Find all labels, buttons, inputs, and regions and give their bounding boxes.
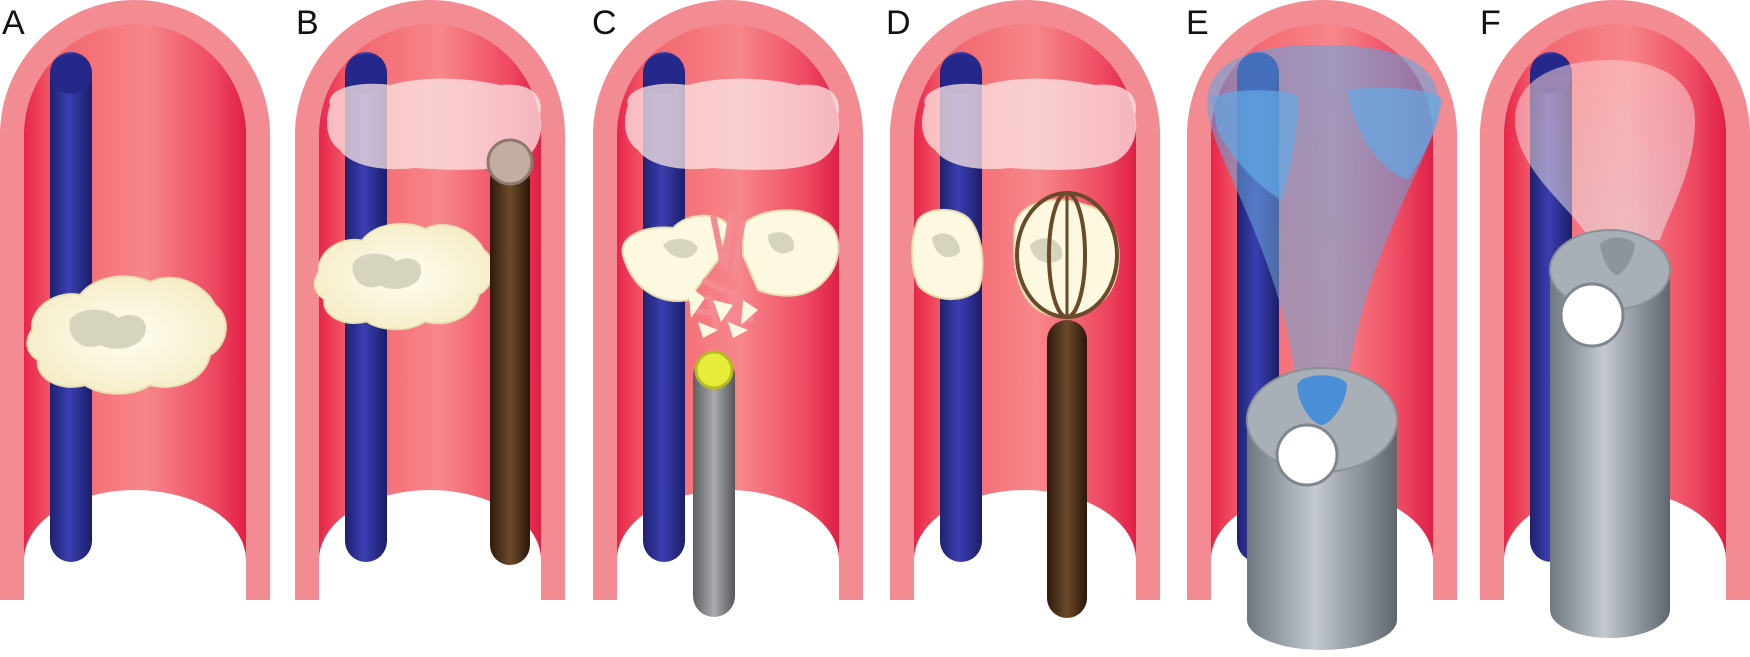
scope-light (1600, 237, 1635, 275)
proximal-stone (922, 78, 1137, 170)
panel-label-f: F (1480, 4, 1501, 42)
panel-label-d: D (886, 4, 911, 42)
stone-basket (1013, 191, 1120, 319)
panel-e (1187, 0, 1457, 650)
panel-f (1480, 0, 1750, 638)
panel-label-c: C (592, 4, 617, 42)
pink-beam-cone (1515, 60, 1695, 240)
laser-fiber (693, 355, 735, 617)
panel-c (593, 0, 863, 617)
basket-shaft (1047, 320, 1087, 618)
panel-b (295, 0, 565, 610)
blue-spot-left (1212, 90, 1298, 200)
panel-d (890, 0, 1160, 618)
laser-tip (694, 350, 734, 390)
scope-channel (1559, 282, 1625, 348)
panel-label-e: E (1186, 4, 1209, 42)
probe-tip (486, 138, 534, 186)
endoscope (1549, 229, 1671, 638)
endoscope (1246, 367, 1398, 650)
blue-spot-right (1347, 87, 1442, 180)
panel-a (0, 0, 270, 610)
brown-probe (490, 160, 530, 565)
scope-channel (1275, 423, 1339, 487)
scope-light (1297, 375, 1347, 425)
proximal-stone (625, 78, 840, 170)
fragmenting-stone (621, 209, 840, 338)
stone-fragment-left (911, 208, 984, 301)
panel-label-b: B (296, 4, 319, 42)
panel-label-a: A (2, 4, 25, 42)
